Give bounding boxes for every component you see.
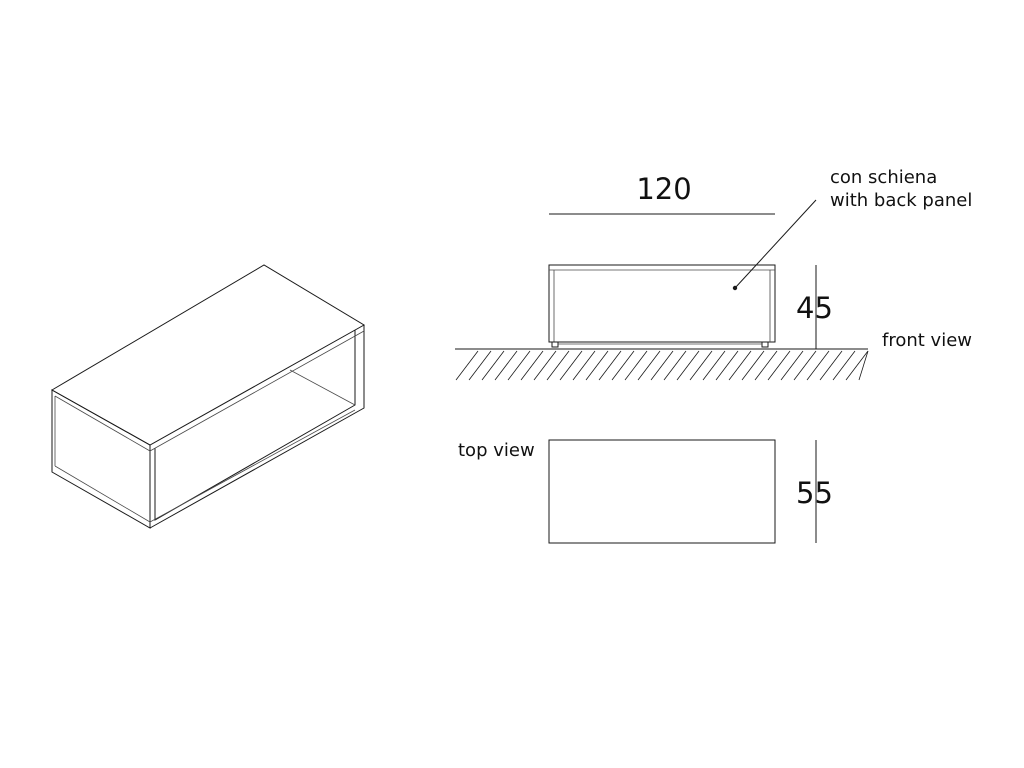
hatch-stroke bbox=[559, 350, 583, 381]
back-panel-leader-dot bbox=[732, 285, 738, 291]
hatch-stroke bbox=[572, 350, 596, 381]
hatch-stroke bbox=[468, 350, 492, 381]
hatch-stroke bbox=[728, 350, 752, 381]
hatch-stroke bbox=[507, 350, 531, 381]
hatch-stroke bbox=[845, 350, 869, 381]
back-panel-leader bbox=[734, 199, 817, 289]
hatch-stroke bbox=[806, 350, 830, 381]
hatch-stroke bbox=[767, 350, 791, 381]
back-panel-note-line1: con schiena bbox=[830, 167, 937, 188]
hatch-stroke bbox=[455, 350, 479, 381]
hatch-stroke bbox=[676, 350, 700, 381]
front-view-label: front view bbox=[882, 330, 972, 351]
hatch-stroke bbox=[689, 350, 713, 381]
hatch-stroke bbox=[585, 350, 609, 381]
height-dimension-label: 45 bbox=[796, 291, 833, 325]
iso-inner-opening bbox=[154, 330, 356, 521]
hatch-stroke bbox=[546, 350, 570, 381]
top-cabinet-outline bbox=[548, 439, 776, 544]
hatch-stroke bbox=[832, 350, 856, 381]
hatch-stroke bbox=[611, 350, 635, 381]
hatch-stroke bbox=[637, 350, 661, 381]
hatch-stroke bbox=[754, 350, 778, 381]
hatch-stroke bbox=[663, 350, 687, 381]
width-dimension-label: 120 bbox=[636, 172, 691, 206]
hatch-stroke bbox=[780, 350, 804, 381]
hatch-stroke bbox=[624, 350, 648, 381]
iso-right-face bbox=[149, 325, 365, 529]
hatch-stroke bbox=[741, 350, 765, 381]
iso-inner-top-edge bbox=[289, 369, 356, 406]
ground-hatching bbox=[455, 350, 869, 381]
top-view: top view 55 bbox=[458, 439, 833, 544]
iso-front-face bbox=[51, 389, 151, 529]
hatch-stroke bbox=[819, 350, 843, 381]
hatch-stroke bbox=[858, 350, 869, 381]
iso-top-thickness bbox=[54, 395, 151, 452]
hatch-stroke bbox=[598, 350, 622, 381]
hatch-stroke bbox=[481, 350, 505, 381]
hatch-stroke bbox=[702, 350, 726, 381]
front-left-foot bbox=[551, 341, 559, 348]
iso-bottom-thickness bbox=[54, 465, 151, 523]
iso-plinth-edge bbox=[149, 409, 356, 523]
hatch-stroke bbox=[650, 350, 674, 381]
hatch-stroke bbox=[715, 350, 739, 381]
hatch-stroke bbox=[520, 350, 544, 381]
front-view: 120 45 con schiena with back panel front… bbox=[455, 167, 972, 381]
hatch-stroke bbox=[793, 350, 817, 381]
front-right-foot bbox=[761, 341, 769, 348]
hatch-stroke bbox=[494, 350, 518, 381]
back-panel-note-line2: with back panel bbox=[830, 190, 972, 211]
isometric-view bbox=[50, 264, 365, 529]
front-cabinet-outline bbox=[548, 264, 776, 343]
depth-dimension-label: 55 bbox=[796, 476, 833, 510]
iso-top-thickness-right bbox=[149, 330, 365, 452]
iso-top-face bbox=[50, 264, 365, 446]
hatch-stroke bbox=[533, 350, 557, 381]
top-view-label: top view bbox=[458, 440, 535, 461]
